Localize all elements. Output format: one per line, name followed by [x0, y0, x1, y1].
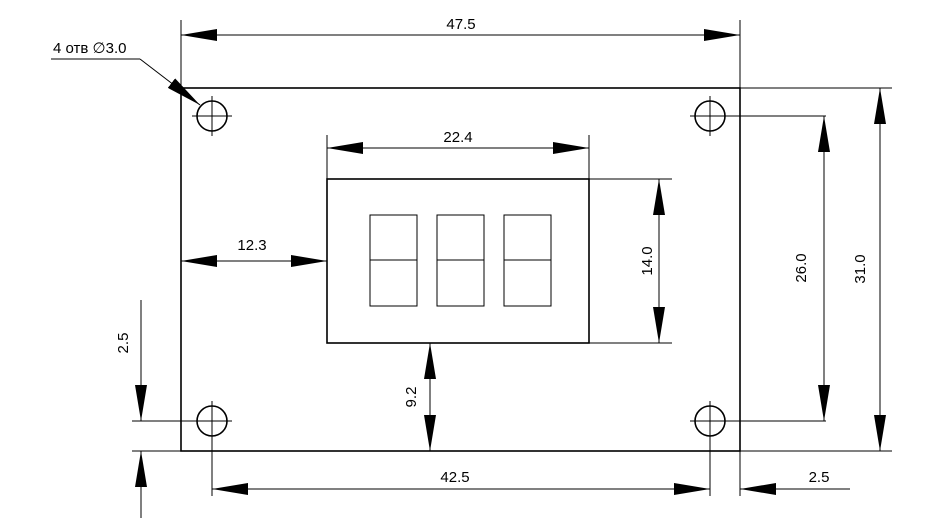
dim-hole-spacing-x: 42.5 [212, 469, 710, 495]
dim-hole-spacing-y: 26.0 [793, 116, 830, 421]
digit-3 [503, 214, 552, 307]
digit-1 [369, 214, 418, 307]
hole-callout-label: 4 отв ∅3.0 [53, 40, 126, 57]
mounting-hole-top-left [192, 96, 232, 136]
dim-display-left-offset-label: 12.3 [237, 237, 266, 254]
dim-hole-spacing-x-label: 42.5 [440, 469, 469, 486]
dim-display-bottom-offset: 9.2 [403, 343, 436, 451]
dim-overall-height-label: 31.0 [852, 254, 869, 283]
mounting-hole-bottom-left [132, 401, 232, 496]
mounting-holes [132, 96, 826, 496]
mounting-hole-bottom-right [690, 401, 826, 496]
dim-display-bottom-offset-label: 9.2 [403, 387, 420, 408]
dim-hole-edge-offset-y-label: 2.5 [115, 333, 132, 354]
dim-display-width: 22.4 [326, 129, 590, 179]
display-outline [326, 178, 590, 344]
dim-overall-width-label: 47.5 [446, 16, 475, 33]
dim-display-height: 14.0 [589, 178, 672, 344]
dim-overall-width: 47.5 [180, 16, 741, 88]
dim-hole-edge-offset-y: 2.5 [115, 300, 181, 518]
digit-2 [436, 214, 485, 307]
dim-hole-edge-offset-x-label: 2.5 [809, 469, 830, 486]
dim-display-width-label: 22.4 [443, 129, 472, 146]
board-outline [180, 87, 741, 452]
seven-segment-digits [369, 214, 552, 307]
dim-display-left-offset: 12.3 [181, 237, 327, 267]
mounting-hole-top-right [690, 96, 826, 136]
dim-hole-spacing-y-label: 26.0 [793, 253, 810, 282]
dim-display-height-label: 14.0 [639, 246, 656, 275]
dim-overall-height: 31.0 [740, 87, 892, 452]
hole-callout: 4 отв ∅3.0 [51, 40, 201, 106]
dim-hole-edge-offset-x: 2.5 [739, 451, 850, 496]
